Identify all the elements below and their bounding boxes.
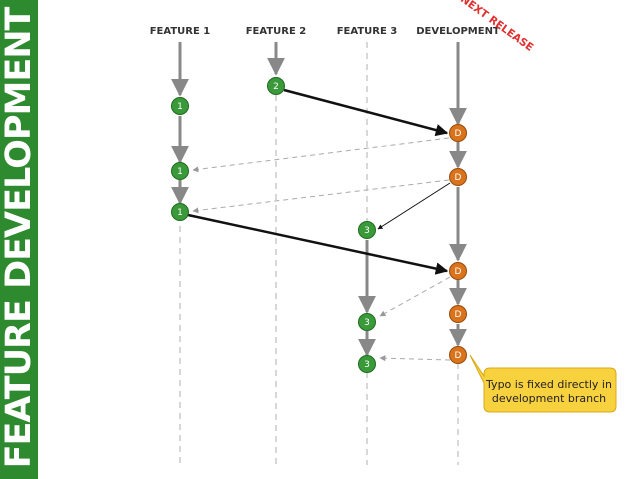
node-label: 1 [177, 102, 183, 112]
node-label: D [455, 310, 462, 320]
node-feature-1: 1 [171, 97, 189, 115]
sync-arrow-development-to-feature-1 [192, 179, 450, 214]
callout-text: Typo is fixed directly in development br… [486, 378, 612, 405]
node-feature-1: 1 [171, 162, 189, 180]
node-label: D [455, 129, 462, 139]
node-feature-1: 1 [171, 203, 189, 221]
branch-arrow-development-to-feature-3 [377, 182, 451, 230]
node-feature-3: 3 [358, 355, 376, 373]
node-label: D [455, 267, 462, 277]
node-label: D [455, 351, 462, 361]
node-feature-3: 3 [358, 221, 376, 239]
node-label: 1 [177, 167, 183, 177]
node-label: D [455, 173, 462, 183]
sync-arrow-development-to-feature-1 [192, 137, 450, 173]
merge-arrow-feature-1-to-development [187, 213, 449, 275]
column-label-development: DEVELOPMENT [416, 26, 500, 37]
node-development: D [449, 262, 467, 280]
sync-arrow-development-to-feature-3 [379, 276, 451, 317]
node-development: D [449, 124, 467, 142]
sync-arrow-development-to-feature-3 [379, 355, 451, 362]
callout-bubble [469, 354, 617, 413]
node-label: 3 [364, 360, 370, 370]
node-development: D [449, 305, 467, 323]
merge-arrow-feature-2-to-development [283, 88, 449, 137]
node-feature-2: 2 [267, 77, 285, 95]
column-label-feature-2: FEATURE 2 [246, 26, 307, 37]
node-label: 2 [273, 82, 279, 92]
node-feature-3: 3 [358, 313, 376, 331]
node-label: 3 [364, 226, 370, 236]
node-development: D [449, 168, 467, 186]
sidebar-banner: FEATURE DEVELOPMENT [0, 0, 39, 479]
node-label: 1 [177, 208, 183, 218]
node-label: 3 [364, 318, 370, 328]
node-development: D [449, 346, 467, 364]
column-label-feature-3: FEATURE 3 [337, 26, 398, 37]
column-label-feature-1: FEATURE 1 [150, 26, 211, 37]
